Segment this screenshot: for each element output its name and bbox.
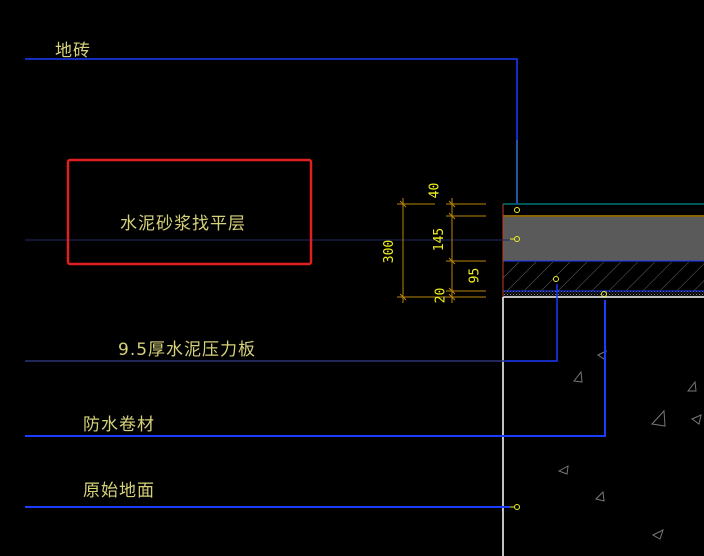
label-board: 9.5厚水泥压力板 bbox=[118, 340, 257, 360]
tile-marker bbox=[514, 207, 520, 213]
dim-95: 95 bbox=[467, 267, 483, 284]
tile-leader bbox=[25, 58, 518, 204]
dim-145: 145 bbox=[432, 227, 448, 252]
board-layer bbox=[503, 262, 704, 291]
label-waterproof: 防水卷材 bbox=[83, 415, 155, 435]
concrete-hatch bbox=[557, 350, 702, 540]
dim-20: 20 bbox=[433, 287, 449, 304]
board-leader bbox=[25, 284, 558, 362]
leaders bbox=[25, 58, 607, 510]
dimension-lines bbox=[397, 198, 486, 303]
screed-layer bbox=[503, 217, 704, 261]
label-tile: 地砖 bbox=[55, 41, 91, 61]
floor-section bbox=[502, 203, 704, 556]
waterproof-layer bbox=[503, 291, 704, 296]
waterproof-leader bbox=[25, 300, 606, 437]
label-ground: 原始地面 bbox=[83, 481, 155, 501]
dim-total: 300 bbox=[382, 239, 398, 264]
label-screed: 水泥砂浆找平层 bbox=[120, 214, 246, 234]
dim-40: 40 bbox=[427, 182, 443, 199]
highlight-box bbox=[66, 158, 313, 266]
